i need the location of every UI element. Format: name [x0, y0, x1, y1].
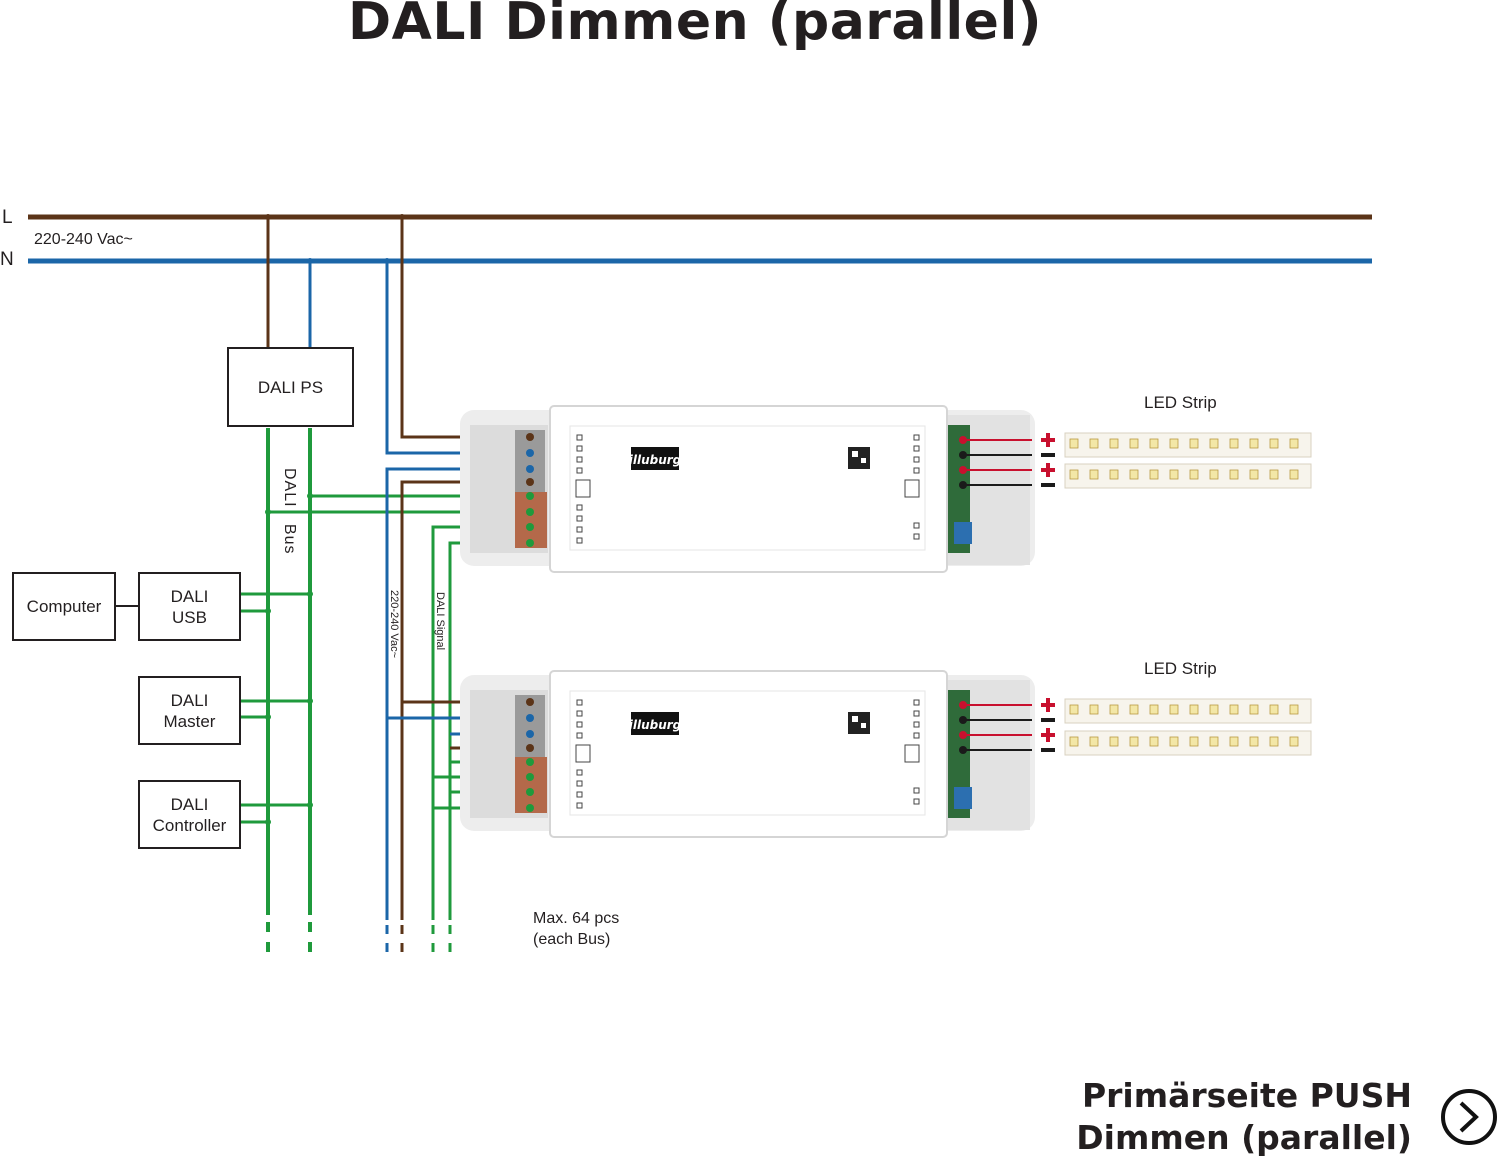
brand-logo: illuburg: [629, 718, 682, 732]
polarity-marks: [1041, 433, 1055, 752]
dali-usb-box: DALI USB: [138, 572, 241, 641]
next-arrow-icon: [1441, 1089, 1497, 1145]
led-strip: [1064, 432, 1312, 458]
led-driver-1: illuburg: [460, 405, 1035, 573]
led-strip: [1064, 463, 1312, 489]
page-title: DALI Dimmen (parallel): [347, 0, 1043, 52]
brand-logo: illuburg: [629, 453, 682, 467]
footer-line-1: Primärseite PUSH: [1081, 1076, 1412, 1115]
dali-signal-label: DALI Signal: [434, 592, 446, 651]
dali-ps-box: DALI PS: [227, 347, 354, 427]
led-strip: [1064, 730, 1312, 756]
led-strip: [1064, 698, 1312, 724]
max-pcs-note: Max. 64 pcs (each Bus): [533, 910, 620, 948]
neutral-label: N: [0, 249, 14, 270]
led-strip-label-2: LED Strip: [1144, 659, 1217, 678]
computer-box: Computer: [12, 572, 116, 641]
next-page-button[interactable]: [1440, 1088, 1498, 1146]
mains-wire-label: 220-240 Vac~: [388, 590, 400, 658]
footer-heading: Primärseite PUSH Dimmen (parallel): [1076, 1075, 1412, 1159]
led-strips: [1064, 432, 1312, 756]
voltage-label: 220-240 Vac~: [34, 231, 133, 248]
dali-master-box: DALI Master: [138, 676, 241, 745]
footer-line-2: Dimmen (parallel): [1076, 1118, 1412, 1157]
live-label: L: [2, 207, 13, 228]
led-driver-2: illuburg: [460, 670, 1035, 838]
dali-controller-box: DALI Controller: [138, 780, 241, 849]
led-strip-label-1: LED Strip: [1144, 393, 1217, 412]
dali-bus-label: DALI Bus: [281, 468, 298, 555]
